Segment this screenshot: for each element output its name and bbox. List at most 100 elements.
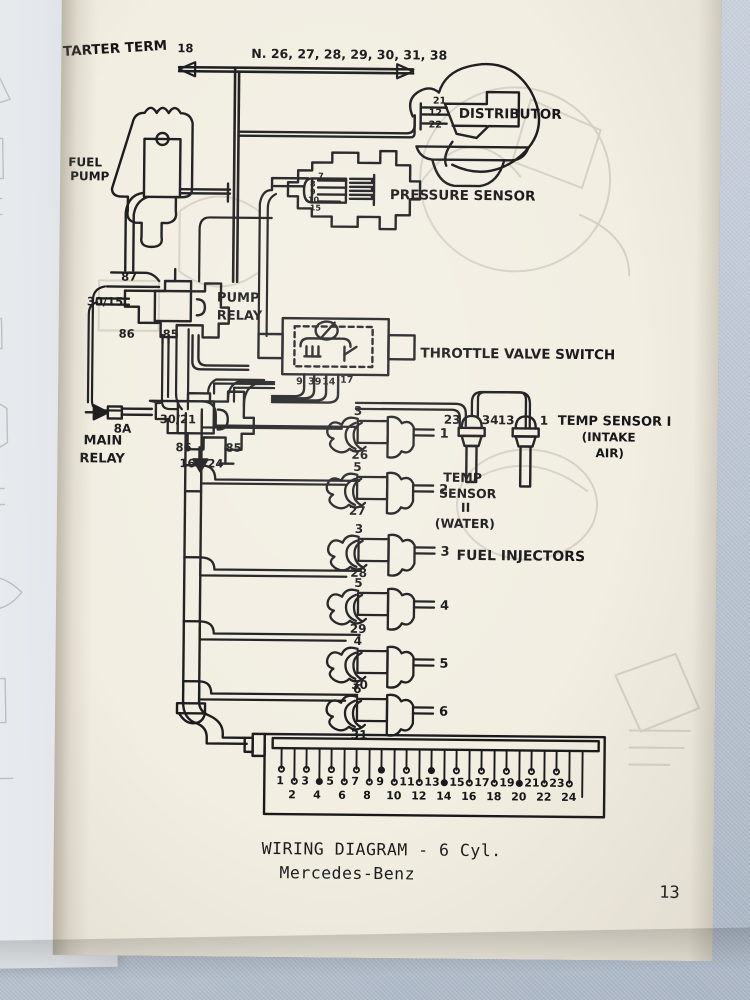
injector-5-terminal-top: 4	[354, 634, 362, 648]
show-through-ghost-left	[0, 72, 23, 796]
ecu-pin-17: 17	[474, 776, 489, 789]
ecu-pin-22: 22	[536, 791, 551, 804]
injector-2-terminal-top: 5	[353, 460, 361, 474]
temp-sensor-water-terminal-23: 23	[444, 413, 461, 427]
temp-sensor-water-label-line1: TEMP	[443, 470, 482, 485]
ecu-pin-12: 12	[411, 789, 426, 802]
distributor-symbol	[408, 62, 541, 188]
temp-sensor-water-label-line4: (WATER)	[435, 516, 495, 532]
pressure-sensor-terminal-7: 7	[318, 171, 324, 180]
pump-relay-terminal-85: 85	[163, 327, 179, 341]
ecu-pin-16: 16	[461, 790, 477, 803]
ecu-pin-4: 4	[313, 788, 321, 801]
injector-3-number: 3	[440, 545, 449, 560]
diagram-title-line1: WIRING DIAGRAM - 6 Cyl.	[262, 839, 502, 860]
ecu-pin-20: 20	[511, 790, 527, 803]
ecu-pin-3: 3	[301, 774, 309, 787]
temp-sensor-water-symbol	[457, 414, 486, 484]
main-relay-label-line2: RELAY	[79, 451, 125, 466]
injector-4-terminal-top: 5	[354, 576, 362, 590]
fuel-pump-label-line1: FUEL	[68, 155, 102, 169]
fuel-pump-label-line2: PUMP	[70, 169, 110, 183]
ecu-pin-5: 5	[326, 775, 334, 788]
injector-2-terminal-bottom: 27	[349, 504, 366, 518]
ecu-pin-2: 2	[288, 788, 296, 801]
pressure-sensor-terminal-15: 15	[310, 203, 322, 212]
injector-5-number: 5	[439, 657, 448, 672]
ecu-pin-23: 23	[549, 777, 564, 790]
fuel-injector-2	[325, 471, 435, 515]
pump-relay-label-line1: PUMP	[217, 291, 260, 306]
temp-sensor-water-label-line2: SENSOR	[439, 486, 497, 502]
temp-sensor-water-label-line3: II	[461, 500, 470, 515]
fuel-injector-5	[325, 645, 435, 689]
fuel-pump-symbol	[110, 106, 232, 272]
fuel-injector-3	[327, 533, 436, 577]
throttle-switch-terminal-17: 17	[340, 375, 353, 386]
harness-note-label: N. 26, 27, 28, 29, 30, 31, 38	[251, 46, 447, 63]
manual-page: TARTER TERM 18 N. 26, 27, 28, 29, 30, 31…	[52, 0, 722, 962]
ecu-pin-24: 24	[561, 791, 577, 804]
main-relay-terminal-86: 86	[175, 440, 191, 454]
fuel-injector-1	[326, 415, 435, 459]
pump-relay-terminal-30-15: 30/15	[87, 294, 123, 308]
injector-1-number: 1	[440, 427, 449, 442]
injector-branch-rails	[197, 400, 362, 702]
injector-4-terminal-bottom: 29	[350, 622, 367, 636]
ecu-pin-7: 7	[351, 775, 359, 788]
left-facing-page	[0, 0, 118, 970]
temp-sensor-intake-label-line3: AIR)	[595, 446, 624, 460]
ecu-pin-8: 8	[363, 789, 371, 802]
throttle-switch-terminal-39: 39	[308, 376, 321, 387]
throttle-switch-terminal-14: 14	[322, 377, 336, 388]
injector-1-terminal-top: 3	[354, 404, 362, 418]
fuel-injector-4	[326, 587, 436, 631]
ecu-pin-21: 21	[524, 776, 539, 789]
starter-term-wire-number: 18	[177, 41, 193, 55]
temp-sensor-water-terminal-34: 34	[482, 413, 499, 427]
pressure-sensor-terminal-8: 8	[310, 179, 316, 188]
ecu-connector	[243, 732, 606, 819]
page-number: 13	[658, 882, 680, 904]
starter-term-label: TARTER TERM	[63, 38, 168, 60]
ecu-pin-15: 15	[449, 776, 464, 789]
injector-2-number: 2	[439, 483, 448, 498]
ecu-pin-1: 1	[276, 774, 284, 787]
temp-sensor-intake-label-line2: (INTAKE	[582, 430, 636, 445]
wiring-diagram: TARTER TERM 18 N. 26, 27, 28, 29, 30, 31…	[63, 38, 672, 884]
ecu-pin-18: 18	[486, 790, 501, 803]
pressure-sensor-terminal-10: 10	[308, 195, 320, 204]
injector-3-terminal-top: 3	[355, 522, 363, 536]
distributor-terminal-12: 12	[429, 108, 442, 119]
distributor-label: DISTRIBUTOR	[459, 106, 563, 123]
ecu-connector-pins	[277, 747, 584, 798]
ecu-pin-6: 6	[338, 789, 346, 802]
ecu-pin-19: 19	[499, 776, 514, 789]
main-relay-label-line1: MAIN	[84, 433, 123, 448]
main-relay-terminal-30-21: 30/21	[160, 412, 196, 426]
diagram-title-line2: Mercedes-Benz	[279, 863, 415, 883]
fuel-injectors-label: FUEL INJECTORS	[456, 548, 585, 565]
harness-wire-16: 16	[179, 456, 195, 470]
throttle-switch-terminal-9: 9	[296, 376, 303, 387]
pump-relay-symbol	[95, 267, 250, 372]
pressure-sensor-symbol	[270, 149, 422, 231]
temp-sensor-intake-terminal-1: 1	[540, 414, 548, 428]
main-relay-ground-8a: 8A	[114, 422, 132, 436]
ecu-pin-13: 13	[424, 776, 439, 789]
fuel-injector-6	[325, 693, 435, 737]
ecu-pin-10: 10	[386, 789, 402, 802]
temp-sensor-intake-label-line1: TEMP SENSOR I	[558, 414, 672, 430]
throttle-valve-switch-symbol	[257, 316, 416, 404]
main-harness-bundle	[174, 328, 276, 411]
main-relay-terminal-85: 85	[225, 441, 241, 455]
pump-relay-label-line2: RELAY	[217, 309, 263, 324]
distributor-terminal-22: 22	[429, 120, 442, 131]
pump-relay-terminal-87: 87	[121, 270, 137, 284]
ecu-pin-11: 11	[399, 775, 414, 788]
injector-3-terminal-bottom: 28	[350, 566, 367, 580]
ecu-pin-14: 14	[436, 790, 452, 803]
injector-4-number: 4	[440, 599, 449, 614]
ecu-pin-numbers-even: 2 4 6 8 10 12 14 16 18 20 22 24	[288, 788, 577, 804]
